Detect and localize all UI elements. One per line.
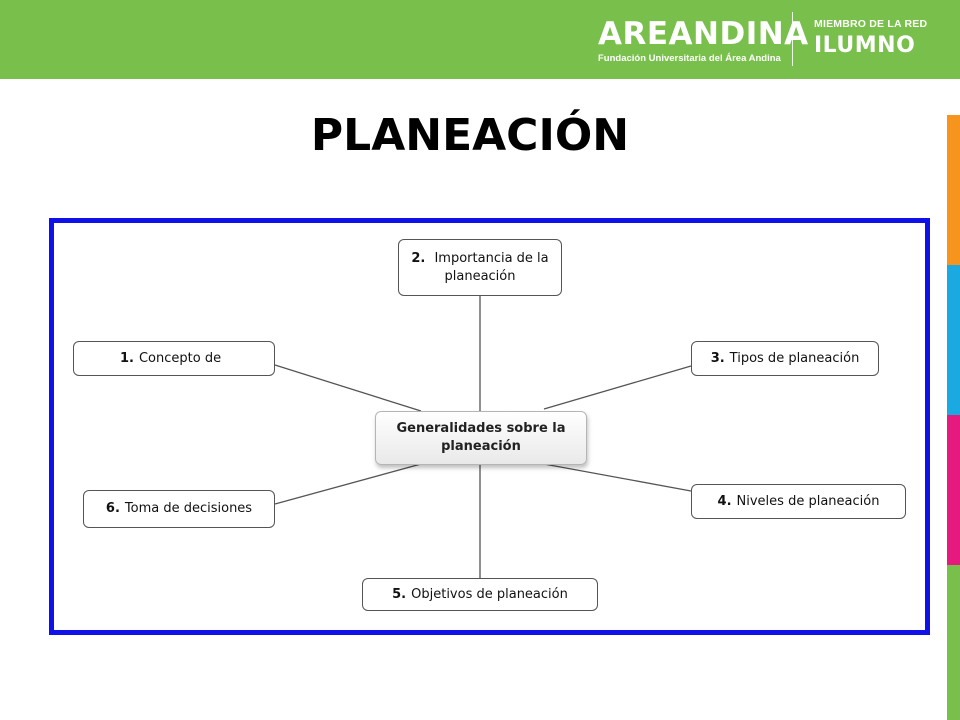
ilumno-logo[interactable]: MIEMBRO DE LA RED ILUMNO: [814, 18, 927, 58]
node-label: Concepto de: [138, 350, 222, 366]
connector-6: [274, 463, 422, 505]
node-number: 5.: [392, 586, 407, 602]
connector-lines: [274, 296, 692, 578]
node-text: 2. Importancia de la planeación: [409, 250, 551, 286]
connector-3: [543, 365, 692, 410]
node-number: 6.: [105, 501, 120, 516]
side-stripe-orange: [947, 115, 960, 265]
connector-1: [274, 364, 422, 412]
logo-divider: [792, 12, 793, 66]
node-number: 1.: [120, 350, 134, 366]
node-toma-decisiones[interactable]: 6. Toma de decisiones: [83, 490, 275, 528]
brand-name: AREANDINA: [598, 16, 809, 52]
side-stripe-blue: [947, 265, 960, 415]
node-label: Niveles de planeación: [736, 493, 880, 509]
node-niveles[interactable]: 4. Niveles de planeación: [691, 484, 906, 519]
header-bar: AREANDINA Fundación Universitaria del Ár…: [0, 0, 960, 79]
node-importancia[interactable]: 2. Importancia de la planeación: [398, 239, 562, 296]
node-objetivos[interactable]: 5. Objetivos de planeación: [362, 578, 598, 611]
connector-4: [543, 463, 692, 492]
node-tipos[interactable]: 3. Tipos de planeación: [691, 341, 879, 376]
slide-title: PLANEACIÓN: [310, 110, 630, 161]
areandina-logo[interactable]: AREANDINA Fundación Universitaria del Ár…: [598, 18, 809, 65]
node-label: Objetivos de planeación: [411, 586, 568, 602]
center-node[interactable]: Generalidades sobre la planeación: [375, 411, 587, 465]
brand-subtitle: Fundación Universitaria del Área Andina: [598, 53, 781, 64]
node-number: 3.: [710, 350, 725, 366]
side-stripe-green: [947, 565, 960, 720]
node-number: 2.: [411, 250, 426, 266]
node-label: Importancia de la planeación: [434, 250, 549, 284]
node-concepto[interactable]: 1. Concepto de: [73, 341, 275, 376]
node-label: Toma de decisiones: [124, 501, 253, 516]
network-name: ILUMNO: [814, 33, 916, 58]
node-label: Tipos de planeación: [729, 350, 860, 366]
side-stripe-pink: [947, 415, 960, 565]
node-number: 4.: [717, 493, 732, 509]
network-label: MIEMBRO DE LA RED: [814, 18, 928, 30]
